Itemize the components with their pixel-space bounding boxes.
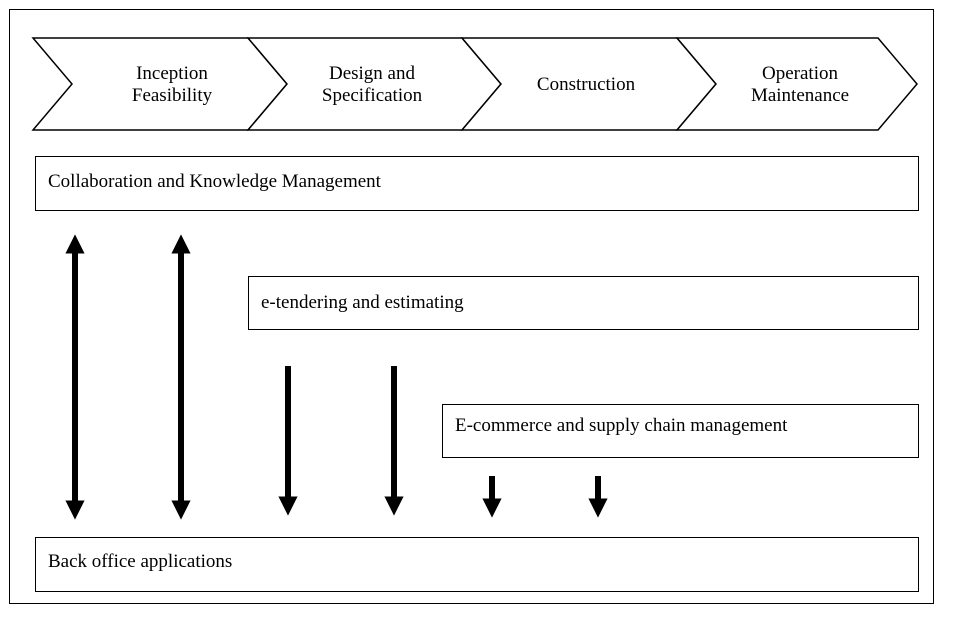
stage-label-design: Design and Specification (272, 60, 472, 110)
stage-chevron-operation (675, 37, 918, 131)
stage-line1: Construction (536, 74, 636, 95)
stage-line1: Inception (136, 63, 208, 84)
layer-backoffice: Back office applications (35, 537, 919, 592)
stage-line2: Maintenance (750, 85, 850, 106)
layer-ecommerce: E-commerce and supply chain management (442, 404, 919, 458)
layer-label: Back office applications (48, 551, 233, 572)
stage-label-construction: Construction (486, 60, 686, 110)
stage-line2: Specification (321, 85, 423, 106)
diagram-frame (9, 9, 934, 604)
layer-etendering: e-tendering and estimating (248, 276, 919, 330)
stage-label-operation: Operation Maintenance (700, 60, 900, 110)
stage-line2: Feasibility (131, 85, 213, 106)
layer-label: E-commerce and supply chain management (455, 415, 788, 436)
stage-line1: Design and (328, 63, 415, 84)
layer-collaboration: Collaboration and Knowledge Management (35, 156, 919, 211)
stage-label-inception: Inception Feasibility (72, 60, 272, 110)
layer-label: Collaboration and Knowledge Management (48, 171, 381, 192)
stage-line1: Operation (762, 63, 838, 84)
layer-label: e-tendering and estimating (261, 292, 464, 313)
